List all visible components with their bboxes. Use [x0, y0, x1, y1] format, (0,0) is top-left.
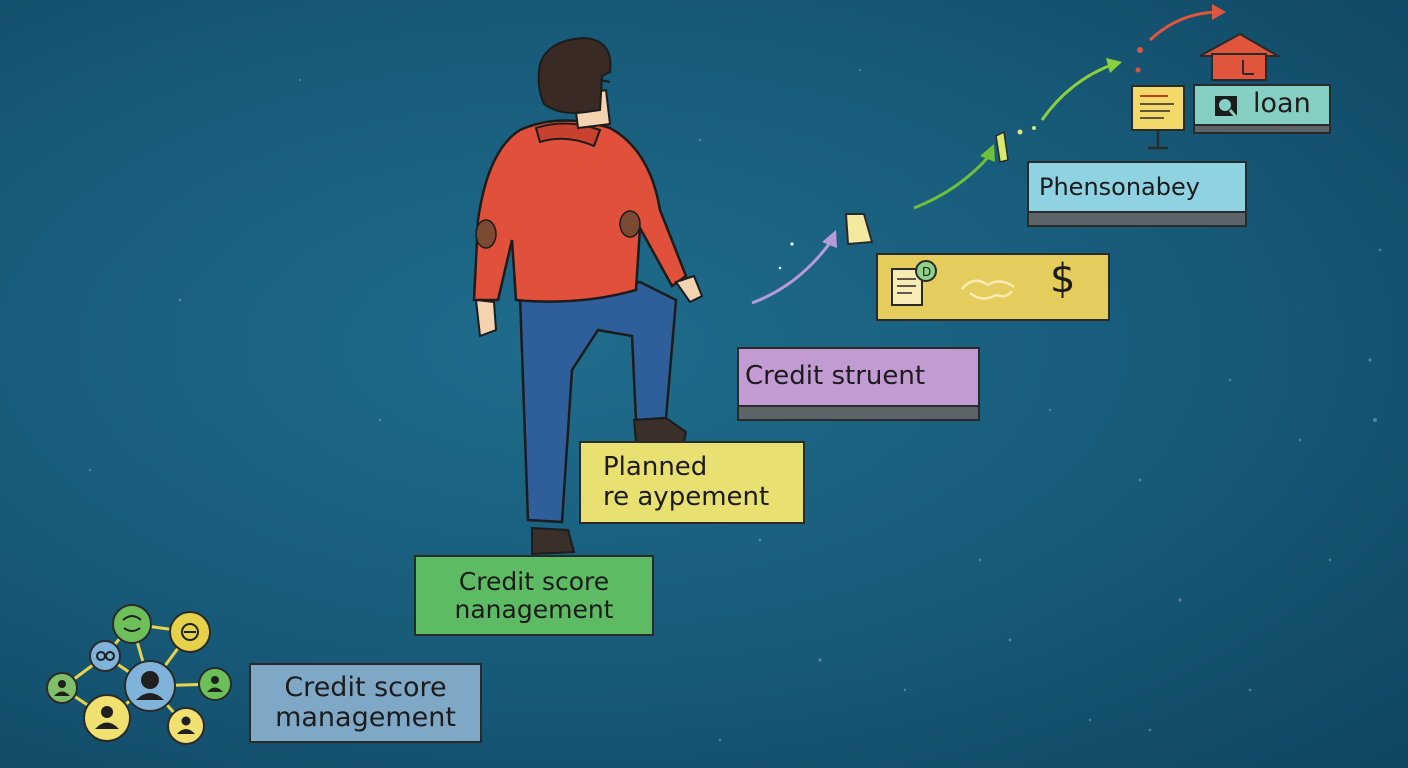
- handshake-icon: [961, 279, 1015, 300]
- step-2-line-2: nanagement: [454, 594, 614, 624]
- step-credit-score-management-2: Credit score nanagement: [414, 555, 654, 636]
- dollar-icon: $: [1050, 256, 1076, 302]
- step-credit-instrument: Credit struent: [737, 347, 980, 421]
- step-loan: loan: [1193, 84, 1331, 134]
- svg-text:D: D: [922, 265, 931, 279]
- step-4-line-1: Credit struent: [745, 361, 926, 392]
- step-5-icon-row: D: [891, 260, 1015, 306]
- step-1-line-2: management: [275, 702, 456, 733]
- step-2-line-1: Credit score: [458, 566, 610, 596]
- document-icon: D: [891, 260, 937, 306]
- step-6-line-1: Phensonabey: [1039, 172, 1200, 201]
- step-7-shadow: [1193, 124, 1331, 134]
- step-planned-repayment: Planned re aypement: [579, 441, 805, 524]
- step-3-line-1: Planned: [603, 452, 708, 483]
- step-personal-budget: Phensonabey: [1027, 161, 1247, 227]
- step-agreement-icons: D $: [876, 253, 1110, 321]
- step-3-line-2: re aypement: [603, 481, 770, 512]
- step-4-shadow: [737, 405, 980, 421]
- step-1-line-1: Credit score: [284, 671, 447, 703]
- step-6-shadow: [1027, 211, 1247, 227]
- step-7-line-1: loan: [1253, 87, 1311, 119]
- step-credit-score-management-1: Credit score management: [249, 663, 482, 743]
- magnifier-icon: [1215, 96, 1239, 119]
